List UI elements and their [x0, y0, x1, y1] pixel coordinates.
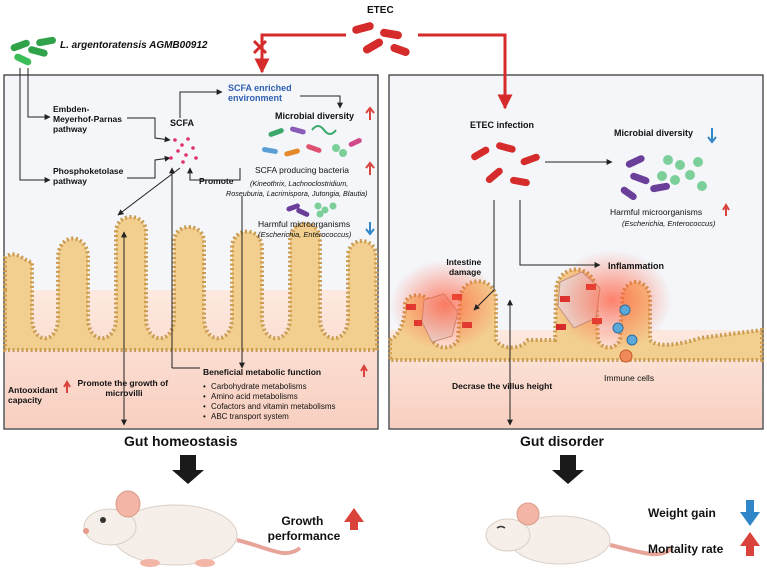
scfa-dots — [169, 137, 198, 164]
scfa-bacteria-genera: (Kineothrix, Lachnoclostridium, Roseubur… — [226, 179, 367, 198]
harmful-graphic-left — [286, 202, 337, 218]
immune-cells-label: Immune cells — [604, 373, 654, 383]
mortality-label: Mortality rate — [648, 542, 724, 556]
up-arrow-icon — [740, 532, 760, 556]
svg-text:•: • — [203, 382, 206, 391]
villus-label: Decrase the villus height — [452, 381, 552, 391]
immune-cells-graphic — [612, 304, 638, 363]
up-arrow-icon — [360, 364, 368, 377]
etec-arrow-right — [418, 33, 513, 110]
growth-label: Growth performance — [268, 514, 341, 543]
microvilli-label: Promote the growth of microvilli — [77, 378, 170, 398]
metabolic-item: ABC transport system — [211, 412, 289, 421]
etec-graphic — [352, 22, 410, 57]
weight-gain-label: Weight gain — [648, 506, 716, 520]
intestine-damage-label: Intestine damage — [446, 257, 483, 277]
promote-label: Promote — [199, 176, 234, 186]
healthy-mouse — [83, 490, 302, 567]
metabolic-list: • Carbohydrate metabolisms • Amino acid me… — [203, 382, 336, 421]
left-villi — [3, 215, 380, 352]
metabolic-item: Amino acid metabolisms — [211, 392, 298, 401]
up-arrow-icon — [365, 161, 375, 175]
microbial-diversity-right: Microbial diversity — [614, 128, 693, 138]
svg-text:•: • — [203, 392, 206, 401]
down-arrow-icon — [707, 128, 717, 144]
harmful-left-genera: (Escherichia, Enterococcus) — [258, 230, 352, 239]
pathway-2: Phosphoketolase pathway — [53, 166, 126, 186]
homeostasis-label: Gut homeostasis — [124, 433, 238, 449]
infection-label: ETEC infection — [470, 120, 534, 130]
etec-arrow-left — [254, 33, 346, 74]
up-arrow-icon — [722, 203, 730, 216]
up-arrow-icon — [63, 380, 71, 393]
damage-glow — [390, 260, 500, 350]
etec-label: ETEC — [367, 5, 394, 16]
down-arrow-right — [552, 455, 584, 484]
sick-mouse — [485, 502, 674, 565]
enriched-label: SCFA enriched environment — [228, 83, 294, 103]
metabolic-item: Carbohydrate metabolisms — [211, 382, 307, 391]
pathway-1: Embden- Meyerhof-Parnas pathway — [53, 104, 124, 134]
inflammation-glow — [552, 250, 672, 350]
antioxidant-label: Antooxidant capacity — [8, 385, 60, 405]
harmful-right-label: Harmful microorganisms — [610, 207, 702, 217]
scfa-bacteria-graphic — [261, 125, 362, 157]
lactobacillus-graphic — [10, 36, 56, 66]
metabolic-title: Beneficial metabolic function — [203, 367, 321, 377]
harmful-left-label: Harmful microorganisms — [258, 219, 350, 229]
species-label: L. argentoratensis AGMB00912 — [60, 40, 208, 51]
block-icon — [252, 39, 268, 55]
metabolic-item: Cofactors and vitamin metabolisms — [211, 402, 336, 411]
microbial-diversity-left: Microbial diversity — [275, 111, 354, 121]
harmful-graphic-right — [620, 155, 707, 201]
etec-infection-graphic — [471, 142, 540, 187]
down-arrow-icon — [365, 222, 375, 236]
svg-text:•: • — [203, 402, 206, 411]
inflammation-label: Inflammation — [608, 261, 664, 271]
harmful-right-genera: (Escherichia, Enterococcus) — [622, 219, 716, 228]
scfa-label: SCFA — [170, 118, 195, 128]
up-arrow-icon — [344, 508, 364, 530]
up-arrow-icon — [365, 106, 375, 120]
down-arrow-left — [172, 455, 204, 484]
svg-text:•: • — [203, 412, 206, 421]
disorder-label: Gut disorder — [520, 433, 605, 449]
scfa-bacteria-label: SCFA producing bacteria — [255, 165, 349, 175]
down-arrow-icon — [740, 500, 760, 526]
